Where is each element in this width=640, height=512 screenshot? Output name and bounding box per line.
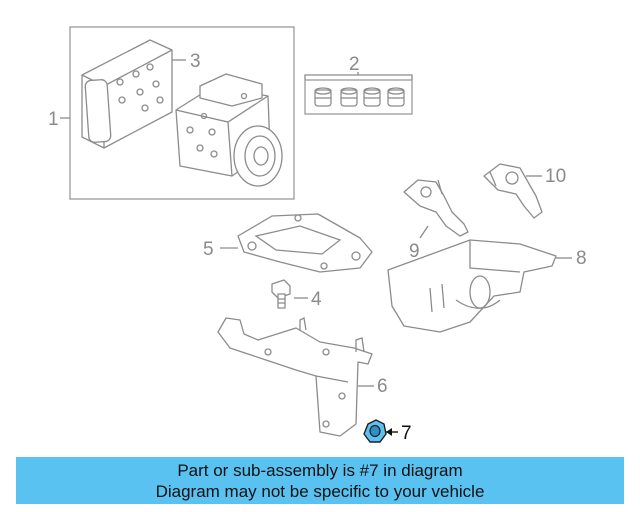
bracket-6: 6 <box>217 317 388 437</box>
bolt-4: 4 <box>271 279 322 310</box>
callout-4: 4 <box>311 289 322 310</box>
sensor-9: 9 <box>403 179 469 262</box>
abs-assembly-frame <box>69 26 295 200</box>
sensor-10: 10 <box>483 163 566 219</box>
bracket-5: 5 <box>203 213 373 273</box>
hydraulic-unit <box>175 73 283 187</box>
callout-9: 9 <box>409 241 420 262</box>
control-module <box>81 39 173 149</box>
callout-6: 6 <box>377 376 388 397</box>
callout-7: 7 <box>401 423 412 444</box>
nut-7: 7 <box>363 419 412 444</box>
info-banner: Part or sub-assembly is #7 in diagram Di… <box>16 457 624 504</box>
bushings-frame <box>304 79 413 115</box>
callout-5: 5 <box>203 239 214 260</box>
banner-line-2: Diagram may not be specific to your vehi… <box>155 482 485 501</box>
callout-1: 1 <box>48 109 59 130</box>
bushings-group: 2 <box>304 54 413 115</box>
bracket-8: 8 <box>387 239 587 333</box>
callout-8: 8 <box>576 248 587 269</box>
bushing-set <box>314 87 405 107</box>
callout-3: 3 <box>190 51 201 72</box>
abs-assembly-group: 1 3 <box>48 26 295 200</box>
callout-2: 2 <box>349 54 360 75</box>
banner-line-1: Part or sub-assembly is #7 in diagram <box>177 461 463 480</box>
callout-10: 10 <box>545 166 566 187</box>
parts-diagram: 1 3 2 10 <box>48 26 587 444</box>
